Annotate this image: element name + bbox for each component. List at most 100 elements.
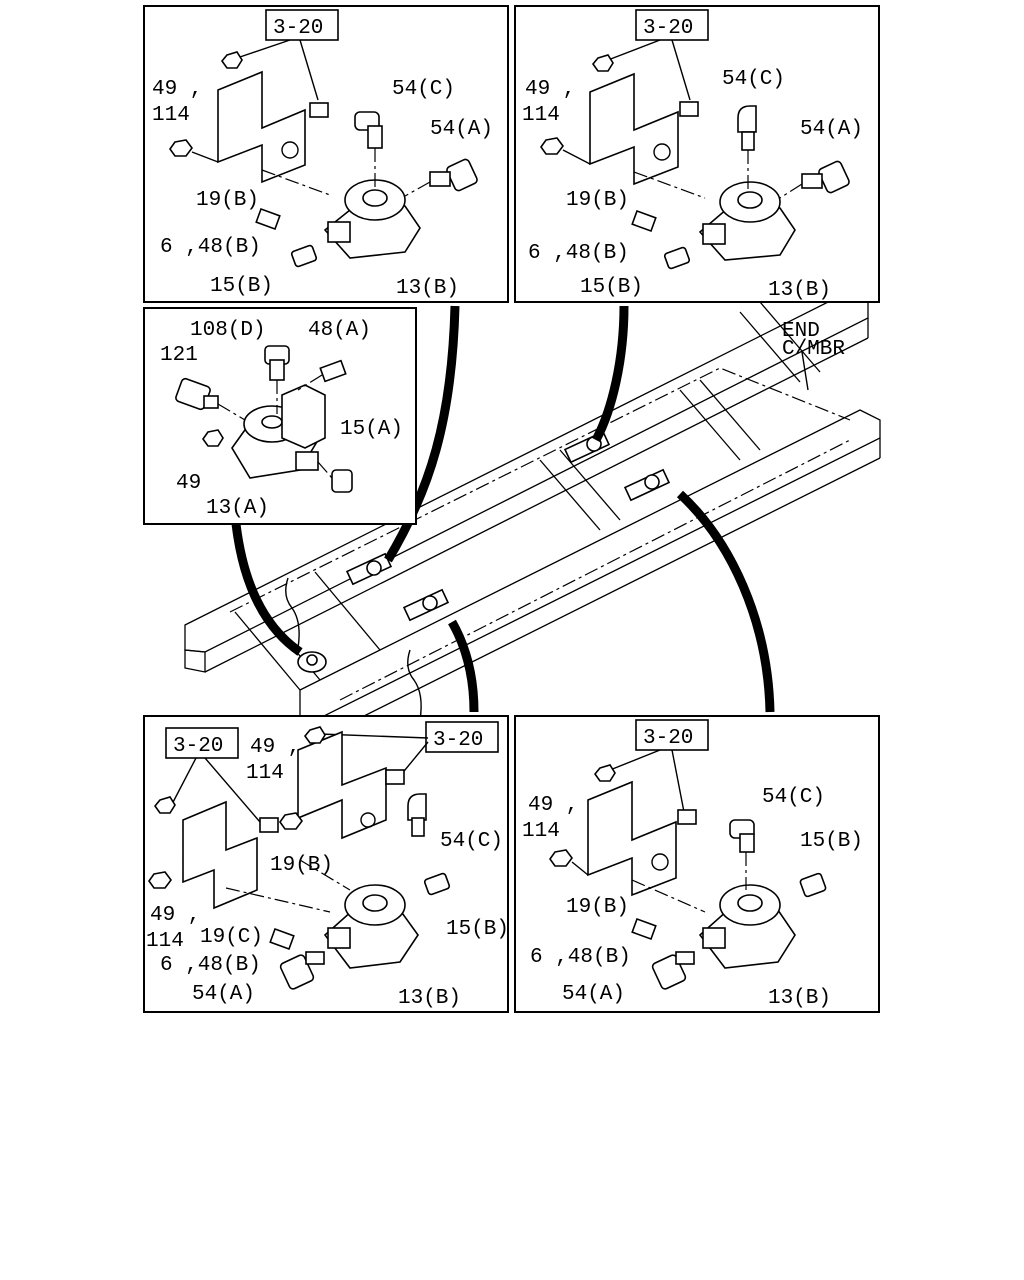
plug-15b (423, 872, 451, 896)
ref-box[interactable] (635, 719, 709, 751)
ref-3-20[interactable]: 3-20 (273, 17, 323, 40)
label-bracket: 19(B) (566, 189, 629, 212)
elbow-54a (651, 951, 695, 990)
bolt-upper (385, 769, 405, 785)
label-washer-lower: 114 (146, 930, 184, 953)
label-nut-lower: 49 , (150, 904, 200, 927)
label-bracket: 19(B) (196, 189, 259, 212)
connector-121 (175, 377, 219, 411)
elbow-54a (429, 158, 478, 192)
bracket-19c (182, 800, 258, 910)
ref-box-left[interactable] (165, 727, 239, 759)
fitting-108d (264, 345, 290, 381)
callout-curves (231, 305, 775, 713)
frame-valve-4 (623, 468, 671, 502)
label-washer: 114 (522, 104, 560, 127)
bolt (679, 101, 699, 117)
plug-15b (799, 872, 827, 898)
label-valve: 13(B) (396, 277, 459, 300)
label-bolt: 6 ,48(B) (160, 236, 261, 259)
bracket (281, 384, 326, 449)
label-bolt: 6 ,48(B) (528, 242, 629, 265)
elbow-54a (279, 951, 325, 990)
frame-valve-5 (297, 651, 327, 673)
bolt-lower (259, 817, 279, 833)
bolt-6-48b (269, 927, 295, 951)
ref-3-20[interactable]: 3-20 (643, 727, 693, 750)
label-bracket-b: 19(B) (270, 854, 333, 877)
bracket-19b (297, 730, 387, 840)
label-plug-a: 15(A) (340, 418, 403, 441)
washer-114 (540, 137, 564, 155)
elbow-54c (354, 111, 383, 149)
panel-top-right: 3-20 49 , 114 54(C) 54(A) 19( (514, 5, 880, 303)
ref-box[interactable] (265, 9, 339, 41)
frame-valve-1 (345, 552, 393, 586)
label-elbow-c: 54(C) (440, 830, 503, 853)
washer-114 (169, 139, 193, 157)
bolt-48a (319, 359, 347, 383)
label-nut: 49 , (152, 78, 202, 101)
washer-114 (549, 849, 573, 867)
bolt (677, 809, 697, 825)
washer-114-upper (279, 812, 303, 830)
nut-49 (593, 764, 616, 782)
cross-member-label: C/MBR (782, 338, 845, 361)
elbow-54a (801, 160, 850, 194)
ref-box-right[interactable] (425, 721, 499, 753)
bolt-6-48b (631, 917, 657, 941)
label-elbow-a: 54(A) (800, 118, 863, 141)
label-washer: 114 (152, 104, 190, 127)
panel-bottom-right: 3-20 49 , 114 54(C) 15(B) 19(B) (514, 715, 880, 1013)
label-nut: 49 , (528, 794, 578, 817)
valve-13b (698, 884, 796, 969)
nut-49 (591, 54, 614, 72)
valve-13b (698, 181, 796, 261)
label-elbow-a: 54(A) (430, 118, 493, 141)
label-elbow-a: 54(A) (562, 983, 625, 1006)
label-plug: 15(B) (800, 830, 863, 853)
label-nut-upper: 49 , (250, 736, 300, 759)
label-valve-a: 13(A) (206, 497, 269, 520)
nut-49 (220, 51, 243, 69)
label-bolt: 6 ,48(B) (160, 954, 261, 977)
nut-49-upper (303, 726, 326, 744)
chassis-frame: END C/MBR (184, 291, 881, 739)
label-fitting-d: 108(D) (190, 319, 266, 342)
ref-3-20[interactable]: 3-20 (643, 17, 693, 40)
label-bolt-a: 48(A) (308, 319, 371, 342)
bolt-6-48b (631, 209, 657, 233)
label-bolt: 6 ,48(B) (530, 946, 631, 969)
nut-49-lower (153, 796, 176, 814)
panel-top-left: 3-20 49 , (143, 5, 509, 303)
nut-49 (202, 429, 224, 447)
end-label: END (782, 320, 820, 343)
label-washer-upper: 114 (246, 762, 284, 785)
plug-15b (290, 244, 318, 268)
label-elbow-c: 54(C) (762, 786, 825, 809)
ref-3-20-left[interactable]: 3-20 (173, 735, 223, 758)
label-plug: 15(B) (446, 918, 509, 941)
label-nut: 49 , (525, 78, 575, 101)
ref-box[interactable] (635, 9, 709, 41)
label-bracket-c: 19(C) (200, 926, 263, 949)
bolt (309, 102, 329, 118)
label-bracket: 19(B) (566, 896, 629, 919)
frame-valve-2 (402, 588, 450, 622)
bolt-6-48b (255, 207, 281, 231)
elbow-54c (737, 105, 757, 151)
label-connector: 121 (160, 344, 198, 367)
label-valve: 13(B) (768, 279, 831, 302)
label-elbow-a: 54(A) (192, 983, 255, 1006)
valve-13b (323, 884, 419, 969)
ref-3-20-right[interactable]: 3-20 (433, 729, 483, 752)
label-valve: 13(B) (398, 987, 461, 1010)
label-washer: 114 (522, 820, 560, 843)
label-valve: 13(B) (768, 987, 831, 1010)
washer-114-lower (148, 871, 172, 889)
panel-bottom-left: 3-20 3-20 (143, 715, 509, 1013)
label-elbow-c: 54(C) (722, 68, 785, 91)
valve-13b (323, 179, 421, 259)
elbow-54c (407, 793, 427, 837)
elbow-54c (729, 819, 755, 853)
